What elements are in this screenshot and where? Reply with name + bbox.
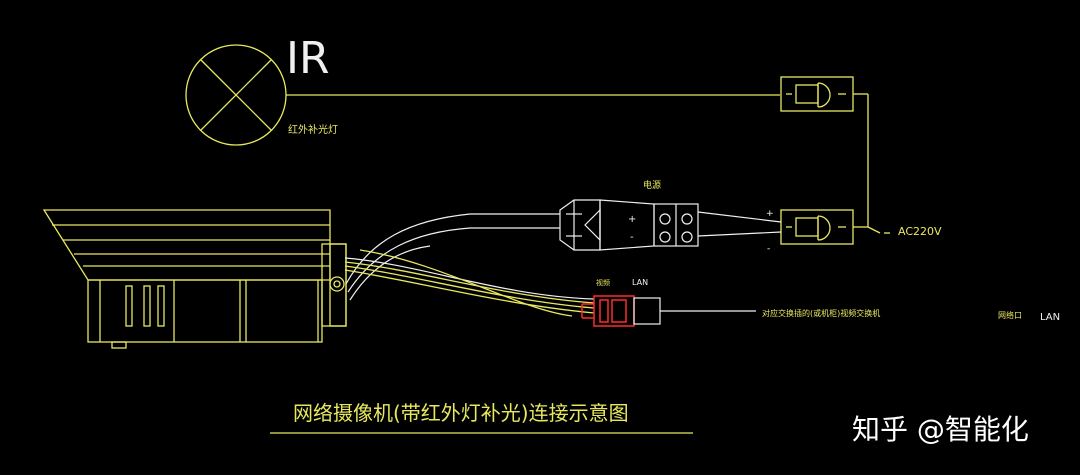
video-label: 视频 xyxy=(596,278,610,287)
ac-lead xyxy=(867,226,881,234)
outlet-minus-mark: - xyxy=(767,244,770,254)
ir-lamp-symbol xyxy=(185,44,287,146)
rj45-connector xyxy=(581,295,635,327)
ir-lamp-label: 红外补光灯 xyxy=(288,123,338,136)
switch-note: 对应交换插的(或机柜)视频交换机 xyxy=(762,308,880,318)
camera-cables xyxy=(344,213,595,317)
watermark: 知乎 @智能化 xyxy=(852,413,1029,446)
outlet-plus-mark: + xyxy=(766,209,774,219)
upper-power-outlet xyxy=(780,76,854,112)
lan-top-label: LAN xyxy=(632,278,648,287)
lower-power-outlet xyxy=(780,209,854,245)
diagram-title: 网络摄像机(带红外灯补光)连接示意图 xyxy=(293,401,629,425)
plug-plus-mark: + xyxy=(628,214,636,225)
plug-minus-mark: - xyxy=(630,232,634,243)
camera-body xyxy=(42,209,347,349)
power-label: 电源 xyxy=(643,179,661,191)
lan-plug xyxy=(633,297,756,325)
dc-power-plug xyxy=(559,199,782,251)
lan-right-label: LAN xyxy=(1040,312,1060,323)
network-port-label: 网络口 xyxy=(998,310,1022,320)
ac-input-label: AC220V xyxy=(898,225,942,238)
ir-label: IR xyxy=(286,33,330,84)
